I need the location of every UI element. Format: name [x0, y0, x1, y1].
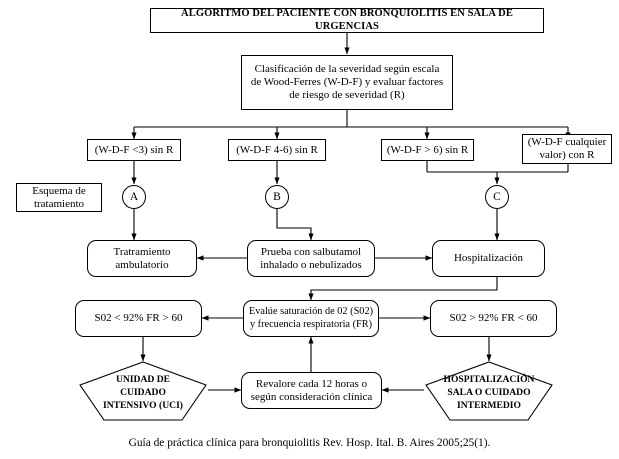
connector-a-label: A	[129, 191, 139, 203]
icu-pentagon: UNIDAD DE CUIDADO INTENSIVO (UCI)	[78, 361, 208, 421]
so2-low-box: S02 < 92% FR > 60	[75, 300, 202, 337]
severity-box-4: (W-D-F cualquier valor) con R	[522, 134, 612, 164]
classification-text: Clasificación de la severidad según esca…	[250, 63, 444, 101]
severity-box-2: (W-D-F 4-6) sin R	[228, 139, 326, 161]
connector-circle-a: A	[122, 185, 146, 209]
severity-box-1: (W-D-F <3) sin R	[87, 139, 181, 161]
scheme-legend-text: Esquema de tratamiento	[32, 184, 86, 210]
reassess-text: Revalore cada 12 horas o según considera…	[250, 377, 373, 403]
treatment-ambulatory-text: Tratramiento ambulatorio	[113, 245, 171, 271]
classification-box: Clasificación de la severidad según esca…	[241, 55, 453, 110]
source-caption: Guía de práctica clínica para bronquioli…	[128, 437, 491, 449]
connector-b-label: B	[273, 191, 281, 203]
intermediate-pentagon-label: HOSPITALIZACIÓN SALA O CUIDADO INTERMEDI…	[443, 374, 535, 411]
so2-high-text: S02 > 92% FR < 60	[449, 312, 538, 325]
connector-circle-b: B	[265, 185, 289, 209]
reassess-box: Revalore cada 12 horas o según considera…	[241, 372, 382, 409]
evaluate-saturation-box: Evalúe saturación de 02 (S02) y frecuenc…	[243, 300, 379, 337]
severity-3-text: (W-D-F > 6) sin R	[386, 143, 469, 156]
evaluate-saturation-text: Evalúe saturación de 02 (S02) y frecuenc…	[248, 306, 374, 330]
salbutamol-trial-text: Prueba con salbutamol inhalado o nebuliz…	[260, 245, 362, 271]
intermediate-pentagon: HOSPITALIZACIÓN SALA O CUIDADO INTERMEDI…	[424, 361, 554, 421]
connector-circle-c: C	[485, 185, 509, 209]
severity-box-3: (W-D-F > 6) sin R	[381, 139, 474, 161]
connector-c-label: C	[493, 191, 501, 203]
hospitalization-text: Hospitalización	[453, 252, 524, 265]
so2-high-box: S02 > 92% FR < 60	[430, 300, 557, 337]
hospitalization-box: Hospitalización	[432, 240, 545, 277]
title-box: ALGORITMO DEL PACIENTE CON BRONQUIOLITIS…	[150, 8, 544, 33]
severity-4-text: (W-D-F cualquier valor) con R	[527, 136, 607, 161]
icu-pentagon-label: UNIDAD DE CUIDADO INTENSIVO (UCI)	[102, 374, 184, 411]
title-text: ALGORITMO DEL PACIENTE CON BRONQUIOLITIS…	[181, 8, 513, 32]
scheme-legend-box: Esquema de tratamiento	[16, 183, 102, 212]
severity-2-text: (W-D-F 4-6) sin R	[236, 143, 318, 156]
so2-low-text: S02 < 92% FR > 60	[94, 312, 183, 325]
edge-hospitalization-to-evaluate	[308, 277, 498, 301]
severity-1-text: (W-D-F <3) sin R	[94, 143, 174, 156]
treatment-ambulatory-box: Tratramiento ambulatorio	[87, 240, 197, 277]
edge-b-to-salbutamol	[276, 209, 314, 241]
salbutamol-trial-box: Prueba con salbutamol inhalado o nebuliz…	[247, 240, 375, 277]
